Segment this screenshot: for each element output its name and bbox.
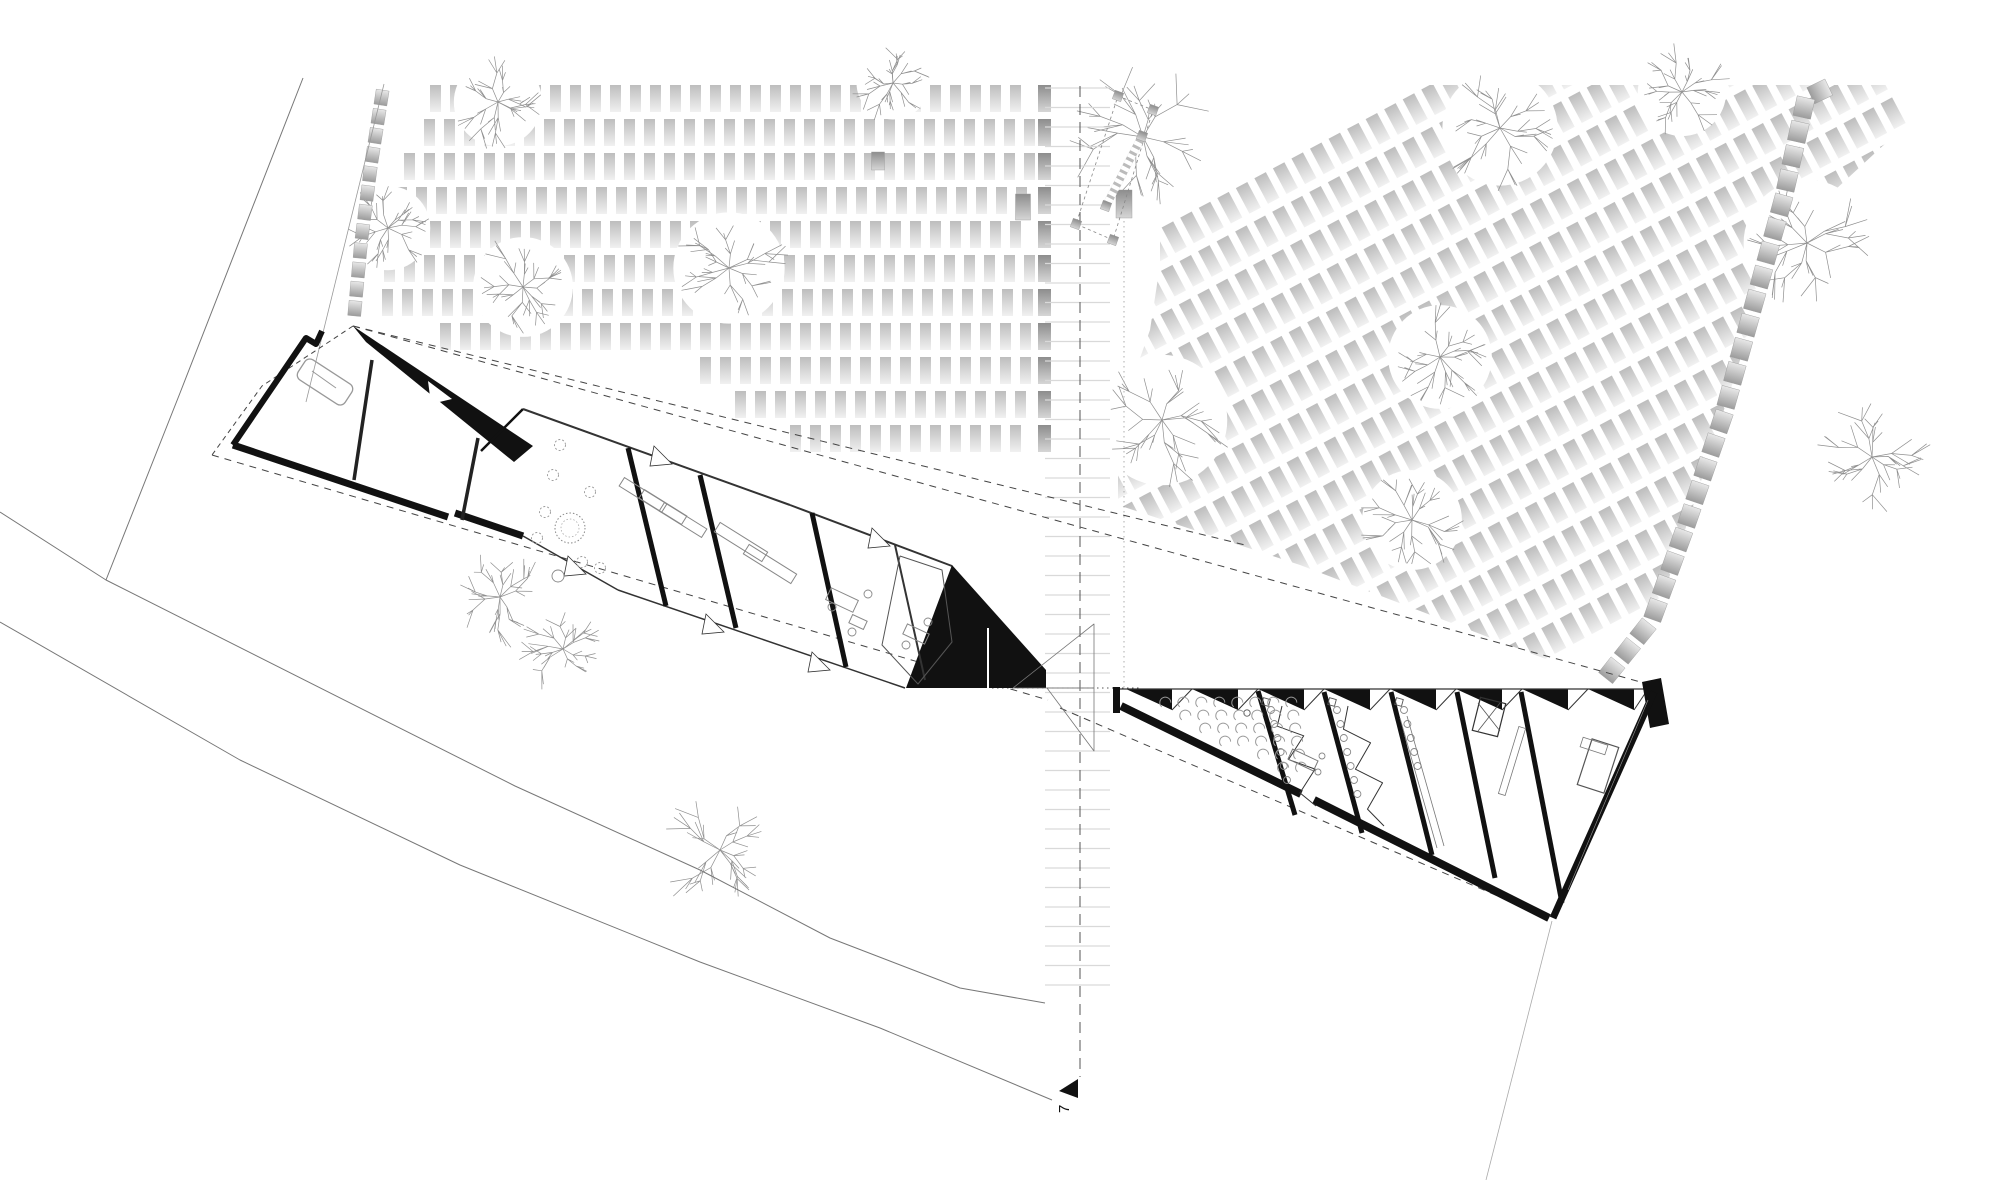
hedge-right <box>1598 78 1833 684</box>
auditorium-chair <box>1217 722 1230 734</box>
trellis-structure <box>1069 89 1160 247</box>
road-glyphs: 7 <box>1012 623 1095 1113</box>
auditorium-chair <box>1197 709 1210 721</box>
auditorium-chair <box>1269 709 1282 721</box>
auditorium-chair <box>1237 735 1250 747</box>
auditorium-chair <box>1293 748 1306 760</box>
tree-icon <box>1361 478 1464 565</box>
tree-icon <box>666 801 762 897</box>
auditorium-chair <box>1177 696 1190 708</box>
auditorium-chair <box>1273 735 1286 747</box>
tree-icon <box>678 225 789 316</box>
site-lines <box>0 77 1553 1180</box>
auditorium-chair <box>1159 696 1172 708</box>
tree-icon <box>1644 43 1730 135</box>
auditorium-chair <box>1289 722 1302 734</box>
auditorium-chair <box>1271 722 1284 734</box>
trees <box>345 43 1931 908</box>
section-marker-label: 7 <box>1056 1105 1073 1113</box>
road-gray-blocks <box>871 151 1133 221</box>
auditorium-chair <box>1251 709 1264 721</box>
auditorium-chair <box>1215 709 1228 721</box>
auditorium-chair <box>1249 696 1262 708</box>
building-left <box>230 326 1046 689</box>
auditorium-chair <box>1213 696 1226 708</box>
auditorium-chair <box>1253 722 1266 734</box>
auditorium-chair <box>1179 709 1192 721</box>
auditorium-chair <box>1267 696 1280 708</box>
auditorium-chair <box>1199 722 1212 734</box>
tree-icon <box>1452 75 1553 192</box>
auditorium-chair <box>1287 709 1300 721</box>
auditorium-chair <box>1255 735 1268 747</box>
auditorium-chair <box>1231 696 1244 708</box>
tree-icon <box>457 56 542 149</box>
auditorium-chair <box>1235 722 1248 734</box>
tree-icon <box>480 240 562 334</box>
auditorium-chair <box>1285 696 1298 708</box>
tree-icon <box>1397 302 1487 405</box>
tree-icon <box>519 612 600 690</box>
central-road <box>992 86 1140 1077</box>
building-right <box>1113 678 1669 922</box>
sight-lines <box>211 325 1656 919</box>
auditorium-chair <box>1275 748 1288 760</box>
tree-icon <box>1817 403 1931 512</box>
auditorium-chair <box>1257 748 1270 760</box>
auditorium-chair <box>1291 735 1304 747</box>
tree-icon <box>1110 369 1228 488</box>
auditorium-chair <box>1295 761 1308 773</box>
auditorium-chair <box>1233 709 1246 721</box>
hedge-left <box>347 88 390 317</box>
tree-icon <box>460 554 536 648</box>
auditorium-chair <box>1219 735 1232 747</box>
auditorium-chair <box>1195 696 1208 708</box>
tree-icon <box>852 47 930 121</box>
auditorium-chair <box>1277 761 1290 773</box>
